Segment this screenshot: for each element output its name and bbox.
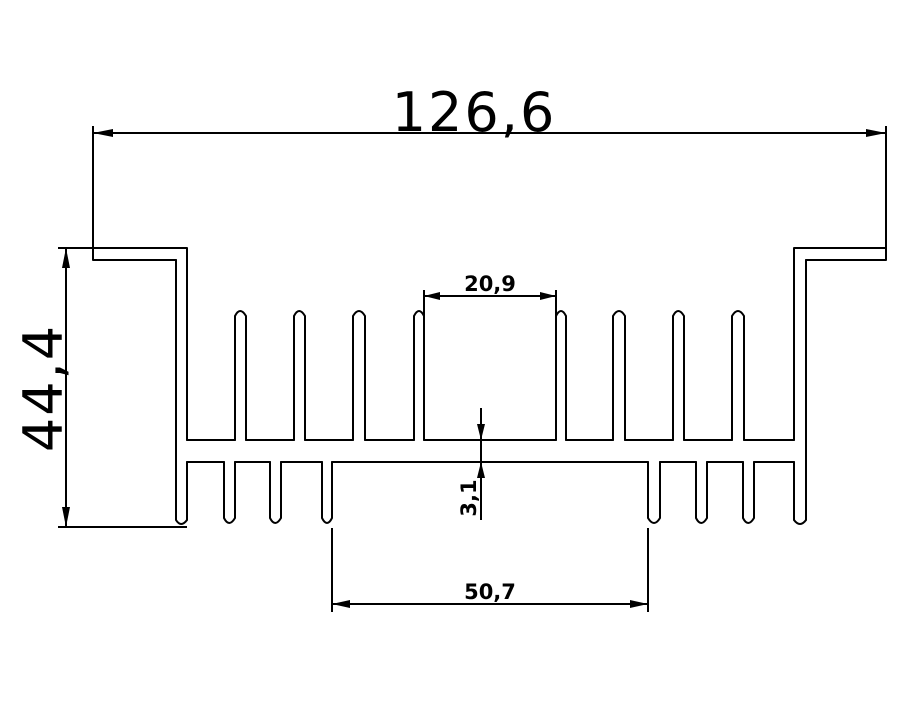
upper-fin-8 xyxy=(731,310,745,441)
dimension-base-thickness: 3,1 xyxy=(457,408,485,520)
upper-fin-3 xyxy=(352,310,366,441)
inner-gap-label: 20,9 xyxy=(464,272,516,296)
upper-fin-2 xyxy=(293,310,306,441)
lower-fin-3 xyxy=(321,461,333,524)
upper-fin-7 xyxy=(672,310,685,441)
overall-width-label: 126,6 xyxy=(392,81,557,144)
right-outer-wall xyxy=(793,259,807,525)
lower-fin-5 xyxy=(695,461,708,524)
lower-fin-4 xyxy=(647,461,661,524)
left-outer-wall xyxy=(175,259,188,525)
height-label: 44,4 xyxy=(12,324,75,452)
bottom-span-label: 50,7 xyxy=(464,580,516,604)
dimension-bottom-span: 50,7 xyxy=(331,528,649,612)
upper-fin-5 xyxy=(555,310,567,441)
dimension-overall-width: 126,6 xyxy=(92,81,887,248)
left-top-ledge xyxy=(92,247,188,441)
right-top-ledge xyxy=(793,247,887,441)
upper-fin-4 xyxy=(413,310,425,441)
lower-fin-1 xyxy=(223,461,236,524)
base-thickness-label: 3,1 xyxy=(457,479,481,516)
upper-fin-6 xyxy=(612,310,626,441)
heatsink-profile xyxy=(92,247,887,525)
dimension-height: 44,4 xyxy=(12,247,187,528)
upper-fin-1 xyxy=(234,310,247,441)
lower-fin-6 xyxy=(742,461,755,524)
lower-fin-2 xyxy=(269,461,282,524)
dimension-inner-gap: 20,9 xyxy=(423,272,557,316)
